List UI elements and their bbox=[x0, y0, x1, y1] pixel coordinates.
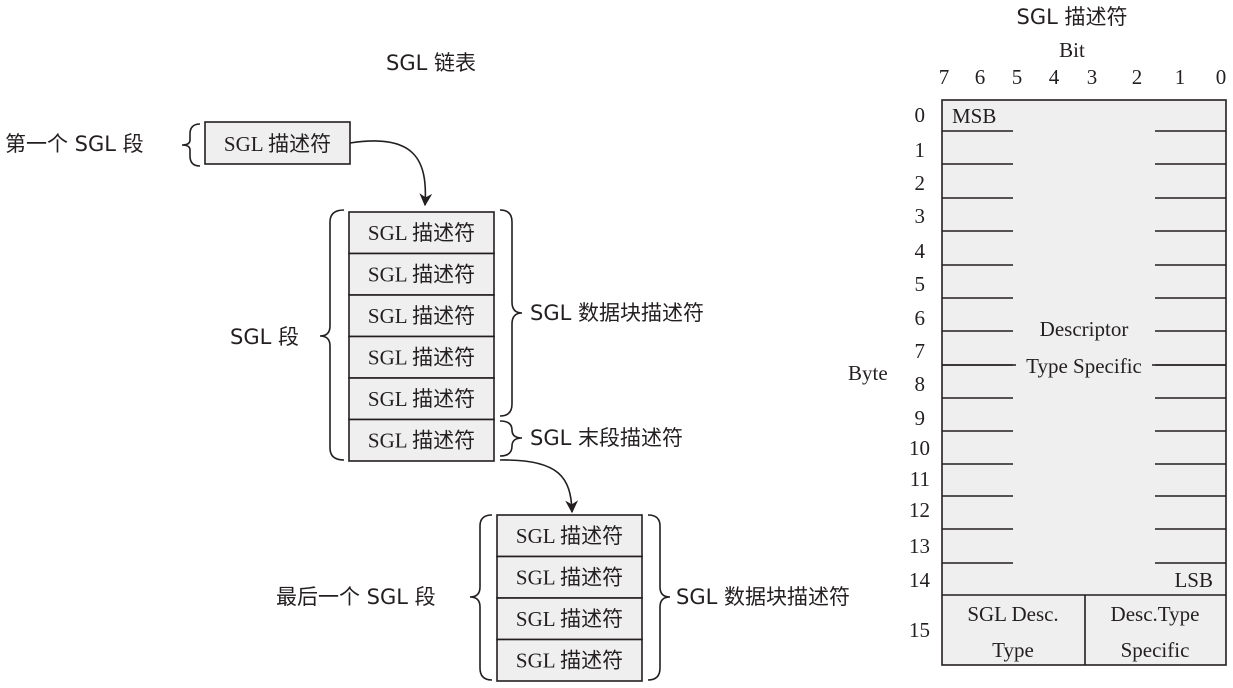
segment-descriptor-last: SGL 描述符 bbox=[348, 418, 495, 462]
segment-label: SGL 段 bbox=[230, 325, 299, 349]
last-descriptor-3: SGL 描述符 bbox=[496, 597, 643, 641]
bit-number: 3 bbox=[1087, 65, 1098, 89]
bit-number: 1 bbox=[1175, 65, 1186, 89]
segment-descriptor-5: SGL 描述符 bbox=[348, 377, 495, 421]
byte-label: Byte bbox=[848, 361, 888, 385]
middle-segment: SGL 段 SGL 描述符 SGL 描述符 SGL 描述符 SGL 描述符 SG… bbox=[230, 209, 704, 462]
chain-title: SGL 链表 bbox=[386, 51, 476, 75]
descriptor-label: SGL 描述符 bbox=[368, 263, 475, 287]
first-segment-brace bbox=[181, 123, 201, 167]
first-descriptor-box bbox=[204, 121, 351, 165]
cell-right-line2: Specific bbox=[1121, 638, 1190, 662]
last-segment-desc-brace bbox=[499, 420, 523, 457]
byte-number: 15 bbox=[909, 618, 930, 642]
byte-number: 2 bbox=[915, 171, 926, 195]
first-segment-label: 第一个 SGL 段 bbox=[5, 132, 144, 156]
cell-right-line1: Desc.Type bbox=[1111, 602, 1200, 626]
last-descriptor-2: SGL 描述符 bbox=[496, 555, 643, 599]
byte-number: 4 bbox=[915, 239, 926, 263]
descriptor-title: SGL 描述符 bbox=[1017, 5, 1128, 29]
descriptor-label: SGL 描述符 bbox=[368, 221, 475, 245]
last-descriptor-1: SGL 描述符 bbox=[496, 514, 643, 558]
bit-number: 2 bbox=[1132, 65, 1143, 89]
byte-number: 10 bbox=[909, 436, 930, 460]
byte-number: 5 bbox=[915, 272, 926, 296]
descriptor-label: SGL 描述符 bbox=[368, 387, 475, 411]
last-segment-left-brace bbox=[469, 514, 493, 681]
segment-descriptor-3: SGL 描述符 bbox=[348, 294, 495, 338]
sgl-chain-diagram: SGL 链表 第一个 SGL 段 SGL 描述符 SGL 段 SGL 描述符 S… bbox=[5, 51, 850, 682]
byte-number: 9 bbox=[915, 406, 926, 430]
byte-number: 8 bbox=[915, 372, 926, 396]
arrow-first-to-segment bbox=[349, 140, 433, 207]
msb-label: MSB bbox=[952, 104, 996, 128]
cell-left-line1: SGL Desc. bbox=[967, 602, 1058, 626]
segment-descriptor-1: SGL 描述符 bbox=[348, 211, 495, 255]
center-text-line1: Descriptor bbox=[1040, 317, 1129, 341]
data-block-brace bbox=[499, 209, 523, 417]
last-segment-right-brace bbox=[647, 514, 671, 681]
descriptor-label: SGL 描述符 bbox=[368, 429, 475, 453]
last-segment-desc-label: SGL 末段描述符 bbox=[530, 426, 683, 450]
bit-number: 6 bbox=[975, 65, 986, 89]
bit-number: 4 bbox=[1049, 65, 1060, 89]
lsb-label: LSB bbox=[1174, 568, 1213, 592]
bit-label: Bit bbox=[1059, 38, 1085, 62]
bit-number: 7 bbox=[939, 65, 950, 89]
last-segment-label: 最后一个 SGL 段 bbox=[276, 585, 436, 609]
center-text-line2: Type Specific bbox=[1026, 354, 1142, 378]
byte-number: 1 bbox=[915, 138, 926, 162]
descriptor-label: SGL 描述符 bbox=[516, 524, 623, 548]
byte-number: 3 bbox=[915, 204, 926, 228]
last-descriptor-4: SGL 描述符 bbox=[496, 638, 643, 682]
sgl-descriptor-layout: SGL 描述符 Bit 7 6 5 4 3 2 1 0 Byte 0 1 2 3… bbox=[848, 5, 1227, 666]
byte-number: 14 bbox=[909, 568, 931, 592]
first-segment: 第一个 SGL 段 SGL 描述符 bbox=[5, 121, 351, 167]
last-segment: 最后一个 SGL 段 SGL 描述符 SGL 描述符 SGL 描述符 SGL 描… bbox=[276, 514, 850, 682]
row-ticks bbox=[942, 130, 1226, 665]
byte-numbers: 0 1 2 3 4 5 6 7 8 9 10 11 12 13 14 15 bbox=[909, 103, 931, 642]
bit-number: 0 bbox=[1216, 65, 1227, 89]
cell-left-line2: Type bbox=[992, 638, 1034, 662]
byte-number: 12 bbox=[909, 498, 930, 522]
first-descriptor-label: SGL 描述符 bbox=[224, 132, 331, 156]
byte-number: 13 bbox=[909, 534, 930, 558]
byte-number: 7 bbox=[915, 339, 926, 363]
descriptor-label: SGL 描述符 bbox=[368, 346, 475, 370]
data-block-desc-label: SGL 数据块描述符 bbox=[530, 301, 704, 325]
byte-number: 0 bbox=[915, 103, 926, 127]
segment-left-brace bbox=[319, 209, 345, 461]
byte-number: 6 bbox=[915, 306, 926, 330]
descriptor-label: SGL 描述符 bbox=[516, 566, 623, 590]
segment-descriptor-4: SGL 描述符 bbox=[348, 335, 495, 379]
arrow-segment-to-last bbox=[499, 459, 579, 514]
descriptor-label: SGL 描述符 bbox=[368, 304, 475, 328]
byte-number: 11 bbox=[910, 467, 930, 491]
descriptor-label: SGL 描述符 bbox=[516, 649, 623, 673]
bit-numbers: 7 6 5 4 3 2 1 0 bbox=[939, 65, 1227, 89]
center-text-bg bbox=[1018, 316, 1150, 380]
bit-number: 5 bbox=[1012, 65, 1023, 89]
last-data-block-desc-label: SGL 数据块描述符 bbox=[676, 585, 850, 609]
segment-descriptor-2: SGL 描述符 bbox=[348, 252, 495, 296]
descriptor-table bbox=[941, 99, 1227, 666]
descriptor-label: SGL 描述符 bbox=[516, 607, 623, 631]
